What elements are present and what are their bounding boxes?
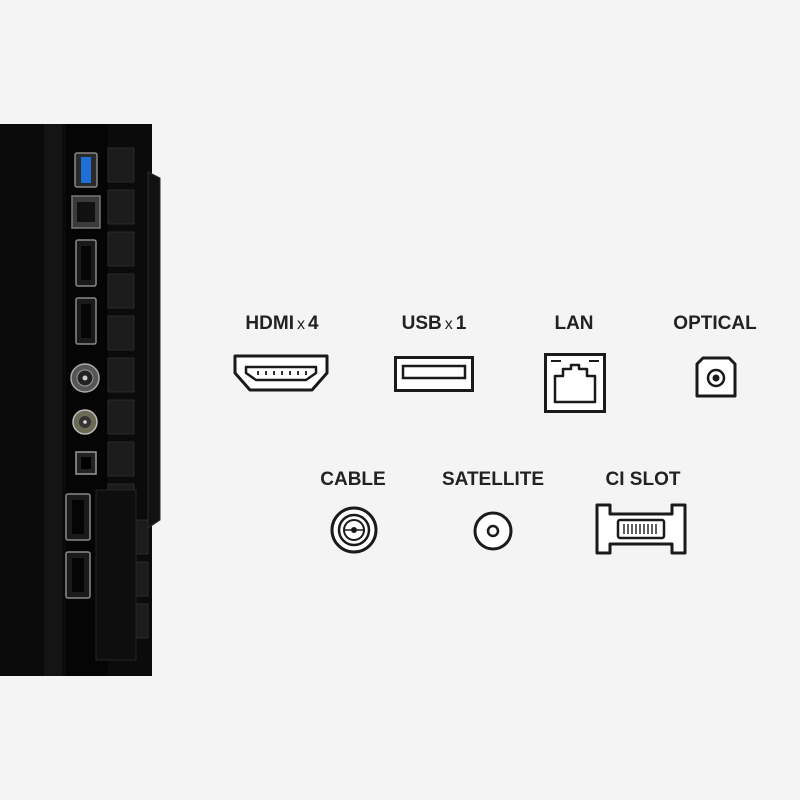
tv-hdmi-port-3 (65, 493, 91, 541)
lan-label: LAN (554, 313, 594, 334)
usb-count: 1 (455, 313, 467, 334)
hdmi-icon (233, 354, 329, 392)
satellite-icon (473, 511, 513, 551)
tv-satellite-port (72, 409, 98, 435)
tv-hdmi-port-2 (75, 297, 97, 345)
ci-slot-icon (595, 503, 687, 555)
usb-mult: x (444, 316, 453, 333)
lower-panel (95, 489, 137, 661)
optical-icon (695, 356, 737, 398)
cable-icon (330, 506, 378, 554)
tv-hdmi-port-1 (75, 239, 97, 287)
tv-optical-port (75, 451, 97, 475)
hdmi-name: HDMI (245, 313, 294, 334)
tv-lan-port (71, 195, 101, 229)
lan-icon (544, 353, 606, 413)
satellite-label: SATELLITE (441, 469, 545, 490)
tv-cable-port (70, 363, 100, 393)
usb-name: USB (401, 313, 442, 334)
tv-usb-port (74, 152, 98, 188)
hdmi-mult: x (296, 316, 305, 333)
side-bracket (147, 171, 161, 529)
cable-label: CABLE (320, 469, 386, 490)
hdmi-count: 4 (307, 313, 319, 334)
ci-slot-label: CI SLOT (605, 469, 681, 490)
tv-edge-strip (44, 124, 62, 676)
optical-label: OPTICAL (673, 313, 757, 334)
usb-icon (394, 356, 474, 392)
tv-hdmi-port-4 (65, 551, 91, 599)
